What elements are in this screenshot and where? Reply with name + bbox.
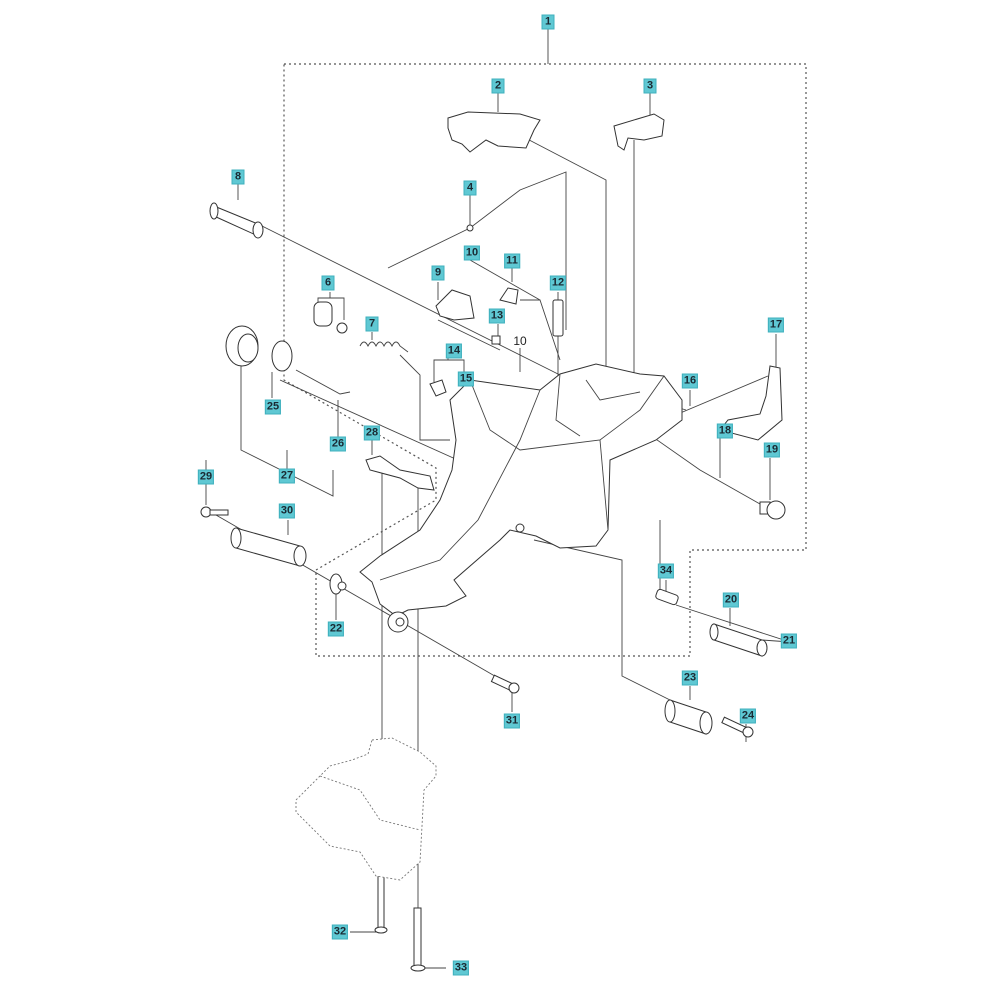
callout-6[interactable]: 6 <box>321 275 335 291</box>
part-12-plug <box>552 299 564 337</box>
part-20-spring <box>709 623 768 657</box>
callout-26[interactable]: 26 <box>329 436 347 452</box>
callout-29[interactable]: 29 <box>197 469 215 485</box>
part-28-plate <box>365 455 435 491</box>
callout-11[interactable]: 11 <box>504 253 520 269</box>
callout-18[interactable]: 18 <box>716 423 734 439</box>
callout-17[interactable]: 17 <box>767 317 785 333</box>
part-24-bolt <box>721 716 754 738</box>
callout-3[interactable]: 3 <box>643 78 657 94</box>
part-1-tank-housing <box>359 363 683 633</box>
part-27-fuel-cap <box>225 325 259 367</box>
callout-24[interactable]: 24 <box>739 708 757 724</box>
part-31-bolt <box>490 674 520 694</box>
part-30-spring <box>230 527 307 567</box>
callout-32[interactable]: 32 <box>331 924 349 940</box>
callout-16[interactable]: 16 <box>681 373 699 389</box>
callout-33[interactable]: 33 <box>452 960 470 976</box>
callout-2[interactable]: 2 <box>491 78 505 94</box>
callout-25[interactable]: 25 <box>264 399 282 415</box>
part-34-sleeve <box>655 588 679 606</box>
part-7-coil <box>359 341 409 353</box>
callout-23[interactable]: 23 <box>681 670 699 686</box>
callout-34[interactable]: 34 <box>657 563 675 579</box>
lower-housing-ghost <box>295 737 437 881</box>
part-29-bolt <box>200 506 229 518</box>
callout-28[interactable]: 28 <box>363 425 381 441</box>
part-32-bolt <box>374 869 388 934</box>
part-3-trigger <box>613 113 665 151</box>
part-4-grommet <box>466 224 474 232</box>
part-8-spring <box>209 202 264 239</box>
plain-label-10: 10 <box>513 334 527 348</box>
callout-8[interactable]: 8 <box>231 169 245 185</box>
callout-15[interactable]: 15 <box>457 371 475 387</box>
callout-7[interactable]: 7 <box>365 316 379 332</box>
part-33-bolt <box>410 907 426 972</box>
part-25-oring <box>271 340 293 372</box>
part-14-clip <box>429 379 447 397</box>
part-6-filter <box>313 301 348 334</box>
callout-27[interactable]: 27 <box>278 468 296 484</box>
callout-4[interactable]: 4 <box>463 180 477 196</box>
callout-30[interactable]: 30 <box>278 503 296 519</box>
part-11-knob <box>499 287 519 305</box>
part-9-bracket <box>435 289 475 321</box>
callout-20[interactable]: 20 <box>722 592 740 608</box>
callout-21[interactable]: 21 <box>780 633 798 649</box>
part-26-strap <box>295 369 351 395</box>
callout-13[interactable]: 13 <box>488 308 506 324</box>
part-13-nut <box>491 335 501 345</box>
part-2-cover <box>447 111 541 153</box>
part-19-button <box>759 500 786 520</box>
callout-12[interactable]: 12 <box>549 275 567 291</box>
callout-31[interactable]: 31 <box>503 713 521 729</box>
callout-9[interactable]: 9 <box>431 265 445 281</box>
part-22-washer <box>329 573 347 595</box>
part-23-spring <box>664 699 713 735</box>
callout-22[interactable]: 22 <box>327 621 345 637</box>
callout-14[interactable]: 14 <box>445 343 463 359</box>
callout-19[interactable]: 19 <box>763 442 781 458</box>
assembly-boundary <box>283 63 807 657</box>
callout-1[interactable]: 1 <box>541 14 555 30</box>
callout-10[interactable]: 10 <box>463 245 481 261</box>
